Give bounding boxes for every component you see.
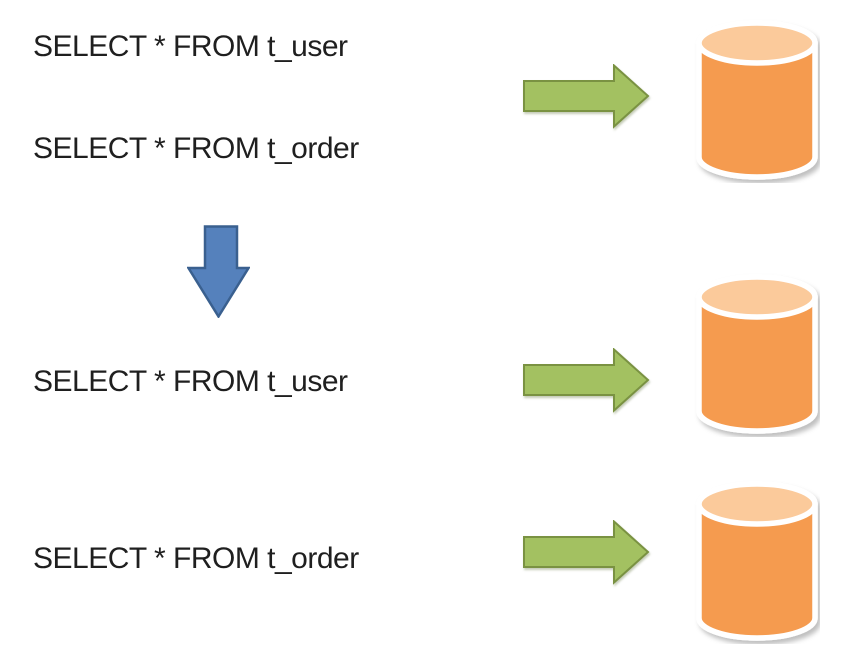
down-arrow-icon xyxy=(186,225,251,323)
right-arrow-icon xyxy=(523,347,650,418)
right-arrow-icon xyxy=(523,63,650,134)
right-arrow-icon xyxy=(523,519,650,590)
sql-query-text: SELECT * FROM t_user xyxy=(33,365,348,398)
database-cylinder-icon xyxy=(694,478,820,649)
database-cylinder-icon xyxy=(694,17,820,188)
sql-query-text: SELECT * FROM t_order xyxy=(33,542,359,575)
database-cylinder-icon xyxy=(694,271,820,442)
sql-query-text: SELECT * FROM t_user xyxy=(33,30,348,63)
sql-query-text: SELECT * FROM t_order xyxy=(33,132,359,165)
